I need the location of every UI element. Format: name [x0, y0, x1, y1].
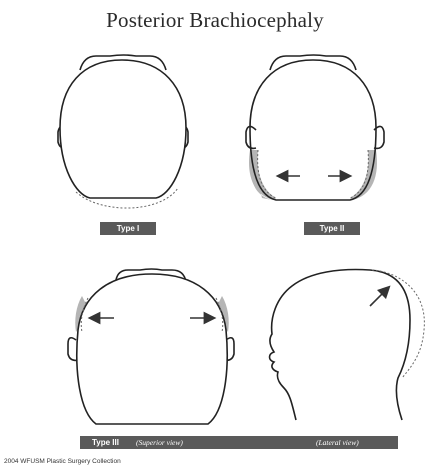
type-1-head [58, 55, 188, 208]
type-3-label: Type III [92, 436, 119, 449]
credit-text: 2004 WFUSM Plastic Surgery Collection [4, 458, 121, 465]
type-3-superior-head [68, 269, 234, 424]
superior-view-label: (Superior view) [136, 436, 183, 449]
type-3-lateral-profile [270, 270, 425, 420]
type-1-label: Type I [100, 222, 156, 235]
type-3-label-bar: Type III (Superior view) (Lateral view) [80, 436, 398, 449]
type-2-head [246, 55, 384, 200]
type-2-label: Type II [304, 222, 360, 235]
lateral-view-label: (Lateral view) [316, 436, 359, 449]
